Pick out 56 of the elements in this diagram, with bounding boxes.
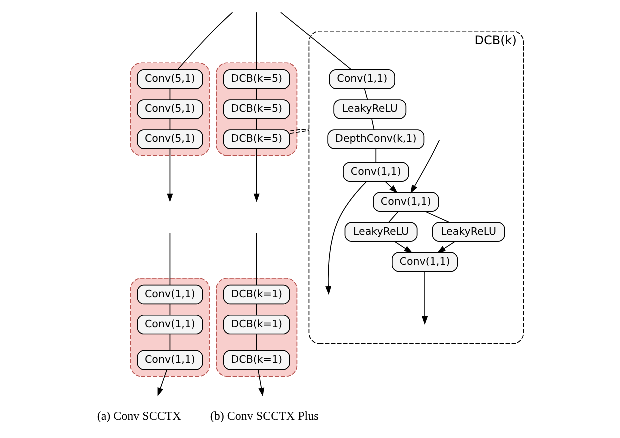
node-box: Conv(1,1) xyxy=(392,252,458,272)
arrow xyxy=(253,148,260,202)
connector xyxy=(388,211,398,224)
label: (a) Conv SCCTX xyxy=(96,408,181,423)
arrow xyxy=(166,148,173,202)
connector xyxy=(256,232,257,286)
connector xyxy=(280,12,352,70)
node-box: DCB(k=1) xyxy=(222,284,290,305)
connector xyxy=(289,130,310,134)
node-box: LeakyReLU xyxy=(344,222,418,242)
node-box: DCB(k=5) xyxy=(222,100,290,120)
node-box: Conv(5,1) xyxy=(136,100,203,120)
node-box: DCB(k=5) xyxy=(222,70,290,90)
connector xyxy=(169,118,170,130)
node-box: DCB(k=1) xyxy=(222,314,290,335)
arrow xyxy=(325,181,367,296)
connector xyxy=(169,304,170,316)
node-box: LeakyReLU xyxy=(432,222,505,242)
arrow xyxy=(422,271,428,326)
cluster xyxy=(216,278,298,378)
node-box: Conv(5,1) xyxy=(136,70,203,90)
connector xyxy=(364,88,368,100)
connector xyxy=(169,232,170,286)
connector xyxy=(256,88,257,100)
node-box: Conv(1,1) xyxy=(372,192,439,212)
arrow xyxy=(436,241,456,254)
connector xyxy=(256,118,257,130)
connector xyxy=(169,334,170,352)
arrow xyxy=(384,181,398,194)
connector xyxy=(375,148,376,163)
cluster xyxy=(216,62,298,156)
arrow xyxy=(257,369,264,397)
node-box: DCB(k=5) xyxy=(222,130,290,150)
node-box: Conv(1,1) xyxy=(328,70,395,90)
node-box: Conv(1,1) xyxy=(342,162,409,182)
connector xyxy=(177,12,233,70)
node-box: DCB(k=1) xyxy=(222,350,290,370)
arrow xyxy=(410,140,440,194)
connector xyxy=(169,88,170,100)
node-box: LeakyReLU xyxy=(333,100,406,120)
node-box: Conv(1,1) xyxy=(136,314,203,335)
connector xyxy=(256,12,257,70)
arrow xyxy=(394,241,412,254)
node-box: DepthConv(k,1) xyxy=(327,130,424,150)
connector xyxy=(256,334,257,352)
label: (b) Conv SCCTX Plus xyxy=(210,408,318,423)
connector xyxy=(289,128,310,132)
node-box: Conv(1,1) xyxy=(136,284,203,305)
arrow xyxy=(157,369,168,397)
node-box: Conv(5,1) xyxy=(136,130,203,150)
node-box: Conv(1,1) xyxy=(136,350,203,370)
connector xyxy=(424,211,450,224)
connector xyxy=(256,304,257,316)
cluster xyxy=(130,278,210,378)
connector xyxy=(371,118,374,130)
cluster xyxy=(130,62,210,156)
